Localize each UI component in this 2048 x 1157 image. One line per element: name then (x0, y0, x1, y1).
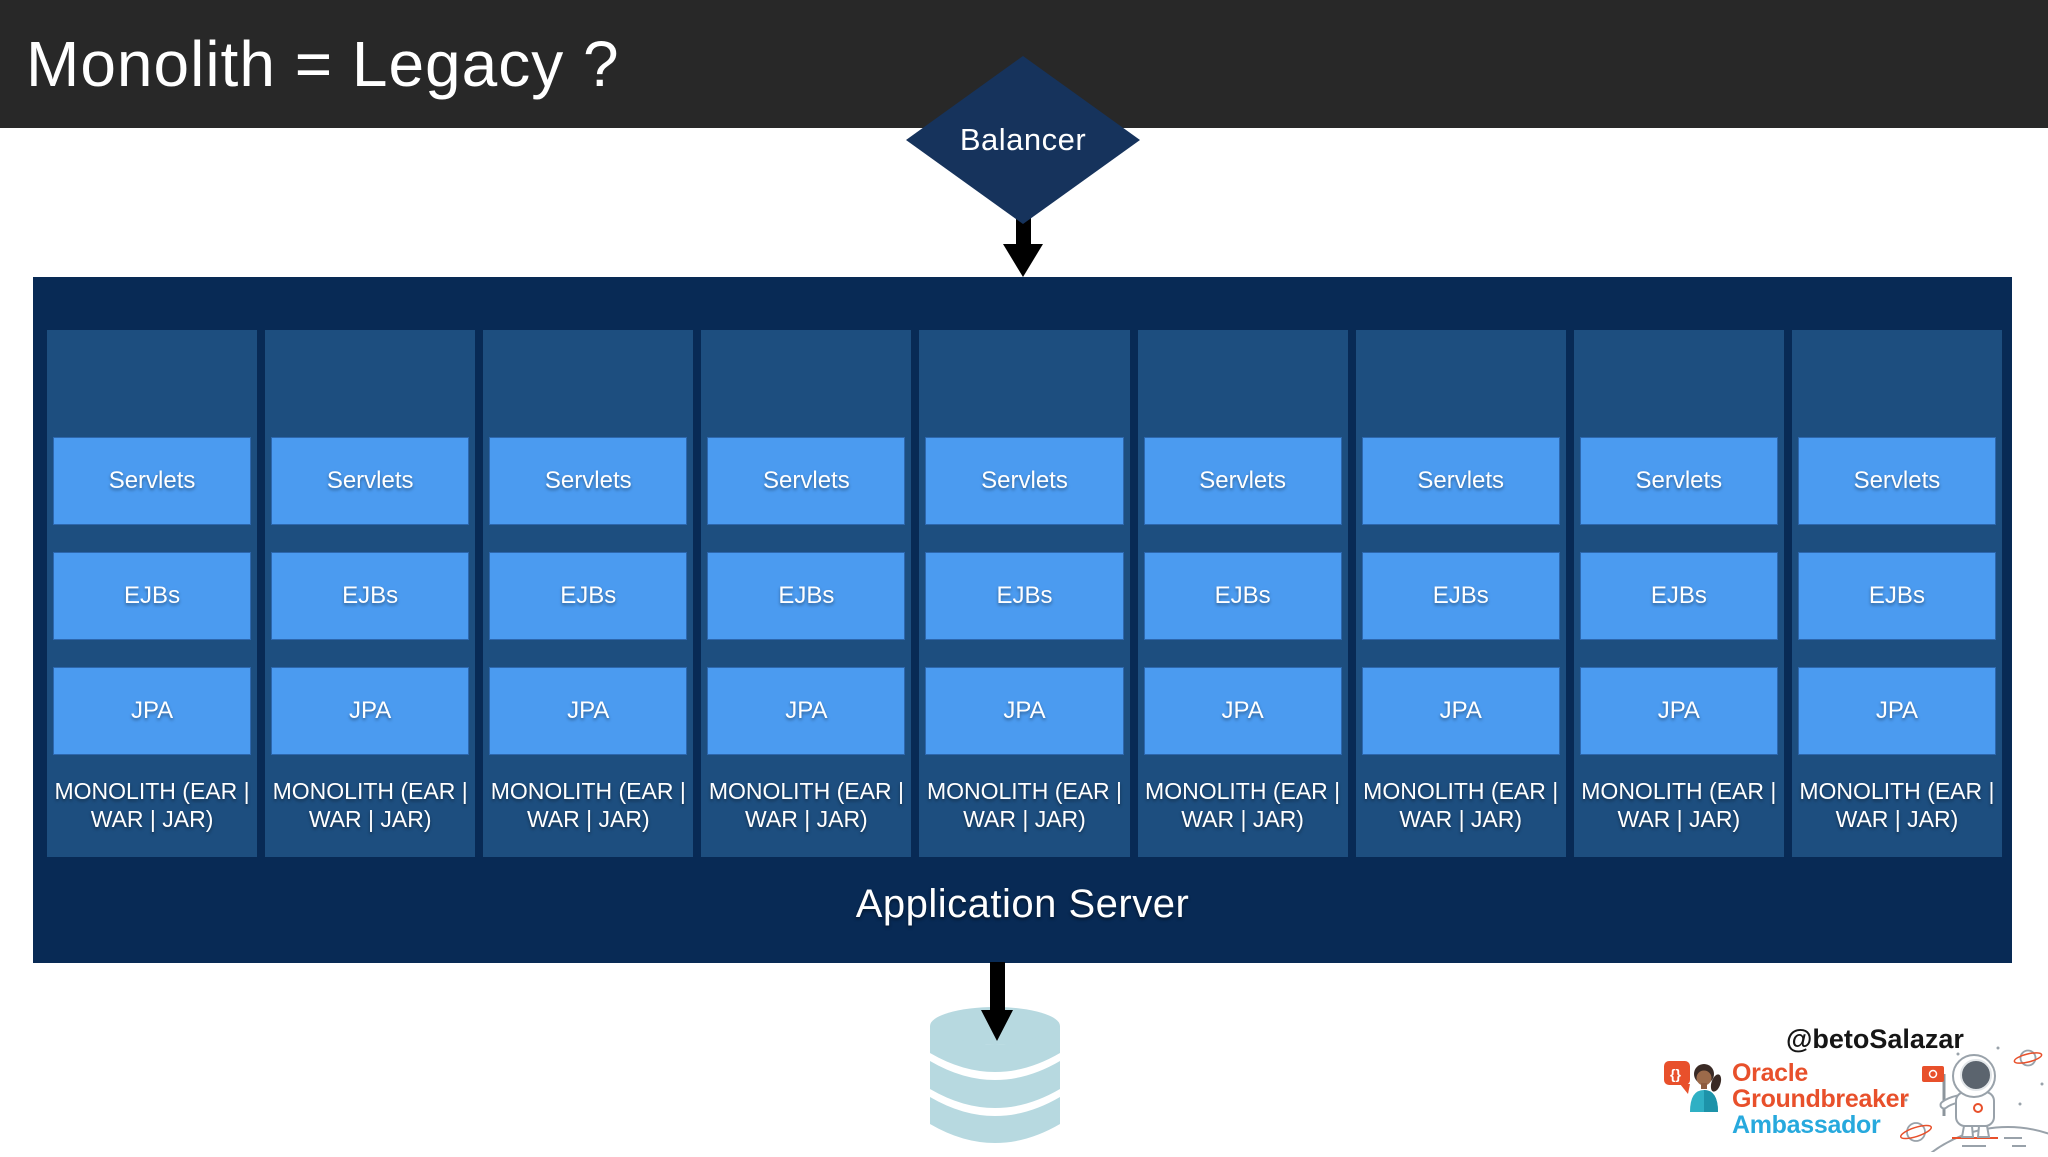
monolith-label: MONOLITH (EAR | WAR | JAR) (490, 778, 686, 832)
ejbs-block: EJBs (1143, 552, 1342, 640)
column-spacer (1792, 330, 2002, 410)
servlets-block: Servlets (707, 437, 906, 525)
application-server-label: Application Server (855, 882, 1190, 926)
astronaut-illustration (1899, 1042, 2048, 1157)
ejbs-block: EJBs (53, 552, 252, 640)
svg-text:{}: {} (1670, 1066, 1681, 1082)
twitter-handle: @betoSalazar (1786, 1024, 1964, 1054)
saturn-icon (1899, 1122, 1933, 1142)
monolith-label: MONOLITH (EAR | WAR | JAR) (1581, 778, 1777, 832)
application-server-box: Servlets EJBs JPA MONOLITH (EAR | WAR | … (33, 277, 2012, 963)
servlets-block: Servlets (925, 437, 1124, 525)
servlets-block: Servlets (1579, 437, 1778, 525)
arrow-down-icon (1000, 216, 1046, 278)
monolith-column: Servlets EJBs JPA MONOLITH (EAR | WAR | … (1573, 330, 1784, 857)
program-line-groundbreaker: Groundbreaker (1732, 1085, 1909, 1113)
column-spacer (1574, 330, 1784, 410)
column-spacer (1356, 330, 1566, 410)
column-spacer (47, 330, 257, 410)
program-name: Oracle Groundbreaker Ambassador (1732, 1060, 1909, 1138)
monolith-column: Servlets EJBs JPA MONOLITH (EAR | WAR | … (1791, 330, 2002, 857)
balancer-label: Balancer (959, 122, 1087, 157)
monolith-column: Servlets EJBs JPA MONOLITH (EAR | WAR | … (483, 330, 694, 857)
servlets-block: Servlets (1361, 437, 1560, 525)
monolith-label: MONOLITH (EAR | WAR | JAR) (926, 778, 1123, 832)
monolith-label: MONOLITH (EAR | WAR | JAR) (1799, 778, 1995, 832)
speech-bubble-icon: {} (1664, 1061, 1690, 1094)
column-spacer (483, 330, 693, 410)
servlets-block: Servlets (489, 437, 688, 525)
ambassador-avatar (1690, 1064, 1722, 1112)
ejbs-block: EJBs (925, 552, 1124, 640)
jpa-block: JPA (1797, 667, 1996, 755)
monolith-column: Servlets EJBs JPA MONOLITH (EAR | WAR | … (1355, 330, 1566, 857)
jpa-block: JPA (707, 667, 906, 755)
program-line-ambassador: Ambassador (1732, 1111, 1881, 1139)
jpa-block: JPA (489, 667, 688, 755)
monolith-label: MONOLITH (EAR | WAR | JAR) (54, 778, 250, 832)
monolith-label: MONOLITH (EAR | WAR | JAR) (1363, 778, 1559, 832)
arrow-down-icon (980, 962, 1016, 1042)
servlets-block: Servlets (1143, 437, 1342, 525)
ejbs-block: EJBs (1797, 552, 1996, 640)
ejbs-block: EJBs (271, 552, 470, 640)
servlets-block: Servlets (271, 437, 470, 525)
saturn-icon (2013, 1049, 2043, 1067)
ejbs-block: EJBs (1361, 552, 1560, 640)
column-spacer (919, 330, 1129, 410)
column-spacer (1138, 330, 1348, 410)
program-line-oracle: Oracle (1732, 1059, 1809, 1087)
groundbreaker-badge: {} (1663, 1060, 1735, 1117)
jpa-block: JPA (1143, 667, 1342, 755)
ejbs-block: EJBs (707, 552, 906, 640)
jpa-block: JPA (53, 667, 252, 755)
ejbs-block: EJBs (489, 552, 688, 640)
monolith-label: MONOLITH (EAR | WAR | JAR) (708, 778, 904, 832)
slide-title: Monolith = Legacy ? (26, 28, 620, 100)
monolith-label: MONOLITH (EAR | WAR | JAR) (1145, 778, 1341, 832)
jpa-block: JPA (1361, 667, 1560, 755)
monolith-column: Servlets EJBs JPA MONOLITH (EAR | WAR | … (265, 330, 476, 857)
column-spacer (265, 330, 475, 410)
jpa-block: JPA (271, 667, 470, 755)
jpa-block: JPA (1579, 667, 1778, 755)
monolith-columns: Servlets EJBs JPA MONOLITH (EAR | WAR | … (47, 330, 2002, 857)
monolith-label: MONOLITH (EAR | WAR | JAR) (272, 778, 468, 832)
jpa-block: JPA (925, 667, 1124, 755)
monolith-column: Servlets EJBs JPA MONOLITH (EAR | WAR | … (919, 330, 1130, 857)
monolith-column: Servlets EJBs JPA MONOLITH (EAR | WAR | … (47, 330, 258, 857)
monolith-column: Servlets EJBs JPA MONOLITH (EAR | WAR | … (701, 330, 912, 857)
monolith-column: Servlets EJBs JPA MONOLITH (EAR | WAR | … (1137, 330, 1348, 857)
ejbs-block: EJBs (1579, 552, 1778, 640)
servlets-block: Servlets (53, 437, 252, 525)
servlets-block: Servlets (1797, 437, 1996, 525)
column-spacer (701, 330, 911, 410)
